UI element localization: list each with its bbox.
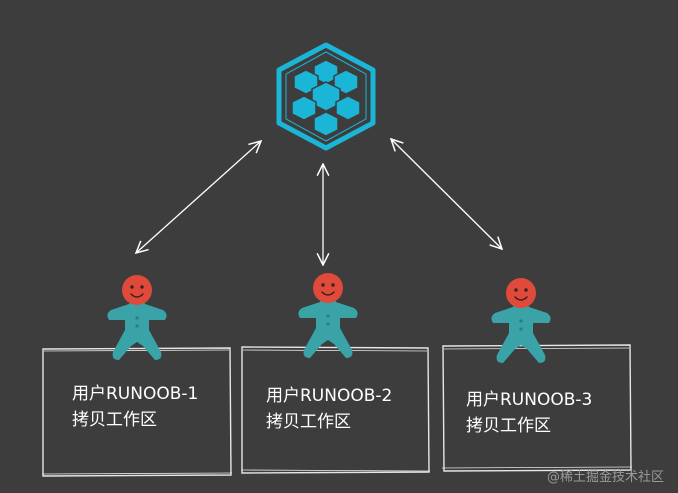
gingerbread-user-icon <box>107 275 167 360</box>
workspace-text-1: 用户RUNOOB-1 拷贝工作区 <box>72 381 198 433</box>
workspace-text-2: 用户RUNOOB-2 拷贝工作区 <box>266 383 392 435</box>
cube-cluster-icon <box>276 42 376 151</box>
user-label-3: 用户RUNOOB-3 <box>466 390 593 410</box>
workspace-boxes <box>41 344 633 477</box>
arrow-right <box>391 139 502 249</box>
workspace-box-1 <box>41 347 233 477</box>
watermark: @稀土掘金技术社区 <box>546 470 664 485</box>
gingerbread-user-icon <box>298 273 358 358</box>
sync-arrows <box>136 139 502 265</box>
workspace-label-3: 拷贝工作区 <box>466 416 551 436</box>
workspace-box-2 <box>240 346 431 474</box>
arrow-left <box>136 141 261 253</box>
gingerbread-user-icon <box>491 278 551 363</box>
workspace-label-2: 拷贝工作区 <box>266 412 351 432</box>
user-label-2: 用户RUNOOB-2 <box>266 386 393 406</box>
user-label-1: 用户RUNOOB-1 <box>72 384 199 404</box>
workspace-label-1: 拷贝工作区 <box>72 410 157 430</box>
workspace-text-3: 用户RUNOOB-3 拷贝工作区 <box>466 387 592 439</box>
